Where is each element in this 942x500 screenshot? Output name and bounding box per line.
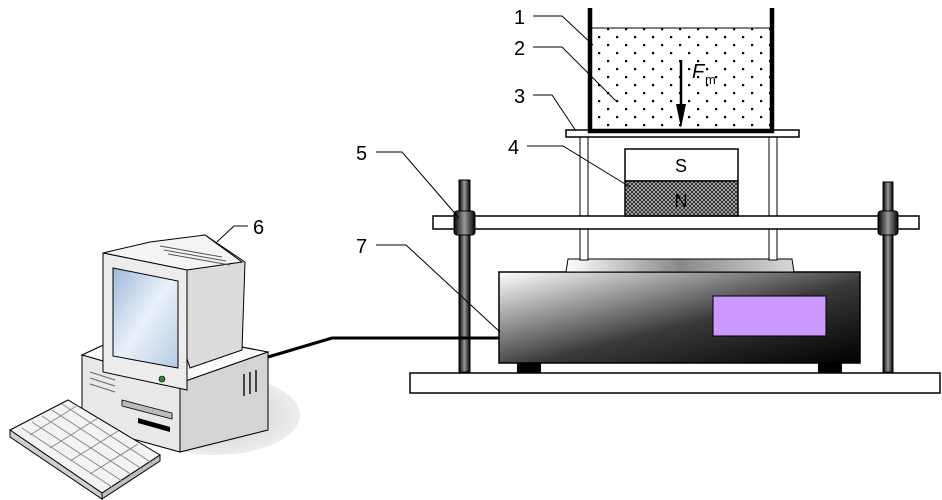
force-arrow-head	[676, 104, 686, 128]
label-4: 4	[508, 137, 519, 159]
computer-screen	[112, 267, 179, 369]
scale-pan	[565, 258, 795, 273]
data-cable	[267, 336, 499, 359]
label-2: 2	[514, 38, 525, 60]
label-6: 6	[253, 217, 264, 239]
stand-crossbar	[432, 215, 920, 230]
leader-3	[533, 94, 577, 132]
leader-1	[533, 15, 594, 46]
leader-4	[527, 145, 631, 188]
stand-post-left	[458, 179, 471, 373]
scale-foot-left	[517, 361, 541, 373]
keyboard-icon	[9, 399, 161, 500]
leader-2	[533, 46, 617, 102]
leader-7	[376, 244, 501, 333]
leader-5	[376, 151, 460, 219]
magnet-south-label: S	[675, 156, 687, 176]
scale-display	[712, 295, 827, 337]
clamp-left	[453, 210, 476, 236]
fluid-container	[587, 8, 775, 134]
support-rod-left	[579, 136, 589, 261]
label-3: 3	[514, 86, 525, 108]
stand-post-right	[882, 181, 894, 373]
label-7: 7	[356, 236, 367, 258]
magnet-north-pole	[624, 180, 739, 217]
label-1: 1	[514, 7, 525, 29]
label-5: 5	[356, 143, 367, 165]
magnet-north-label: N	[675, 191, 688, 211]
scale-foot-right	[818, 361, 842, 373]
force-symbol: F	[692, 61, 706, 83]
force-subscript: m	[705, 72, 716, 87]
clamp-right	[877, 210, 899, 236]
desktop-computer-icon	[80, 234, 300, 455]
support-rod-right	[768, 136, 778, 261]
base-board	[409, 372, 941, 394]
